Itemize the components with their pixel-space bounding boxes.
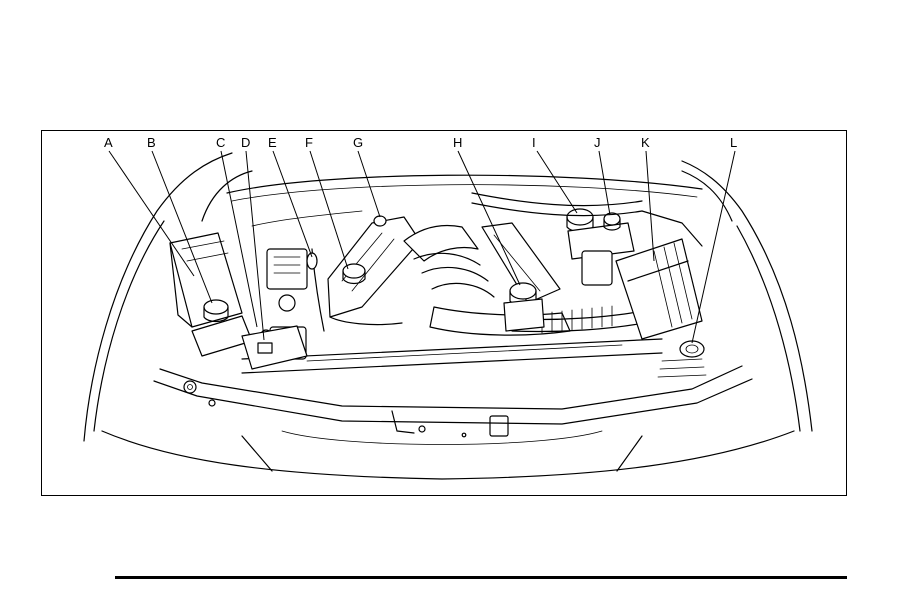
air-cleaner-housing bbox=[582, 239, 702, 339]
callout-label-e: E bbox=[268, 135, 277, 150]
battery bbox=[170, 233, 242, 327]
callout-label-i: I bbox=[532, 135, 536, 150]
callout-label-d: D bbox=[241, 135, 250, 150]
engine-compartment-drawing: A B C D E F G H I J K L bbox=[42, 131, 847, 496]
callout-label-l: L bbox=[730, 135, 737, 150]
engine-oil-dipstick bbox=[307, 249, 324, 331]
callout-label-c: C bbox=[216, 135, 225, 150]
callout-label-b: B bbox=[147, 135, 156, 150]
page-bottom-rule bbox=[115, 576, 847, 579]
callout-label-a: A bbox=[104, 135, 113, 150]
callout-label-k: K bbox=[641, 135, 650, 150]
engine-hoses bbox=[252, 193, 702, 246]
windshield-washer-cap bbox=[680, 341, 704, 357]
engine-compartment-figure: A B C D E F G H I J K L bbox=[41, 130, 847, 496]
callout-label-f: F bbox=[305, 135, 313, 150]
callout-label-g: G bbox=[353, 135, 363, 150]
callout-label-j: J bbox=[594, 135, 601, 150]
callout-label-h: H bbox=[453, 135, 462, 150]
washer-fluid-cap bbox=[242, 326, 307, 369]
